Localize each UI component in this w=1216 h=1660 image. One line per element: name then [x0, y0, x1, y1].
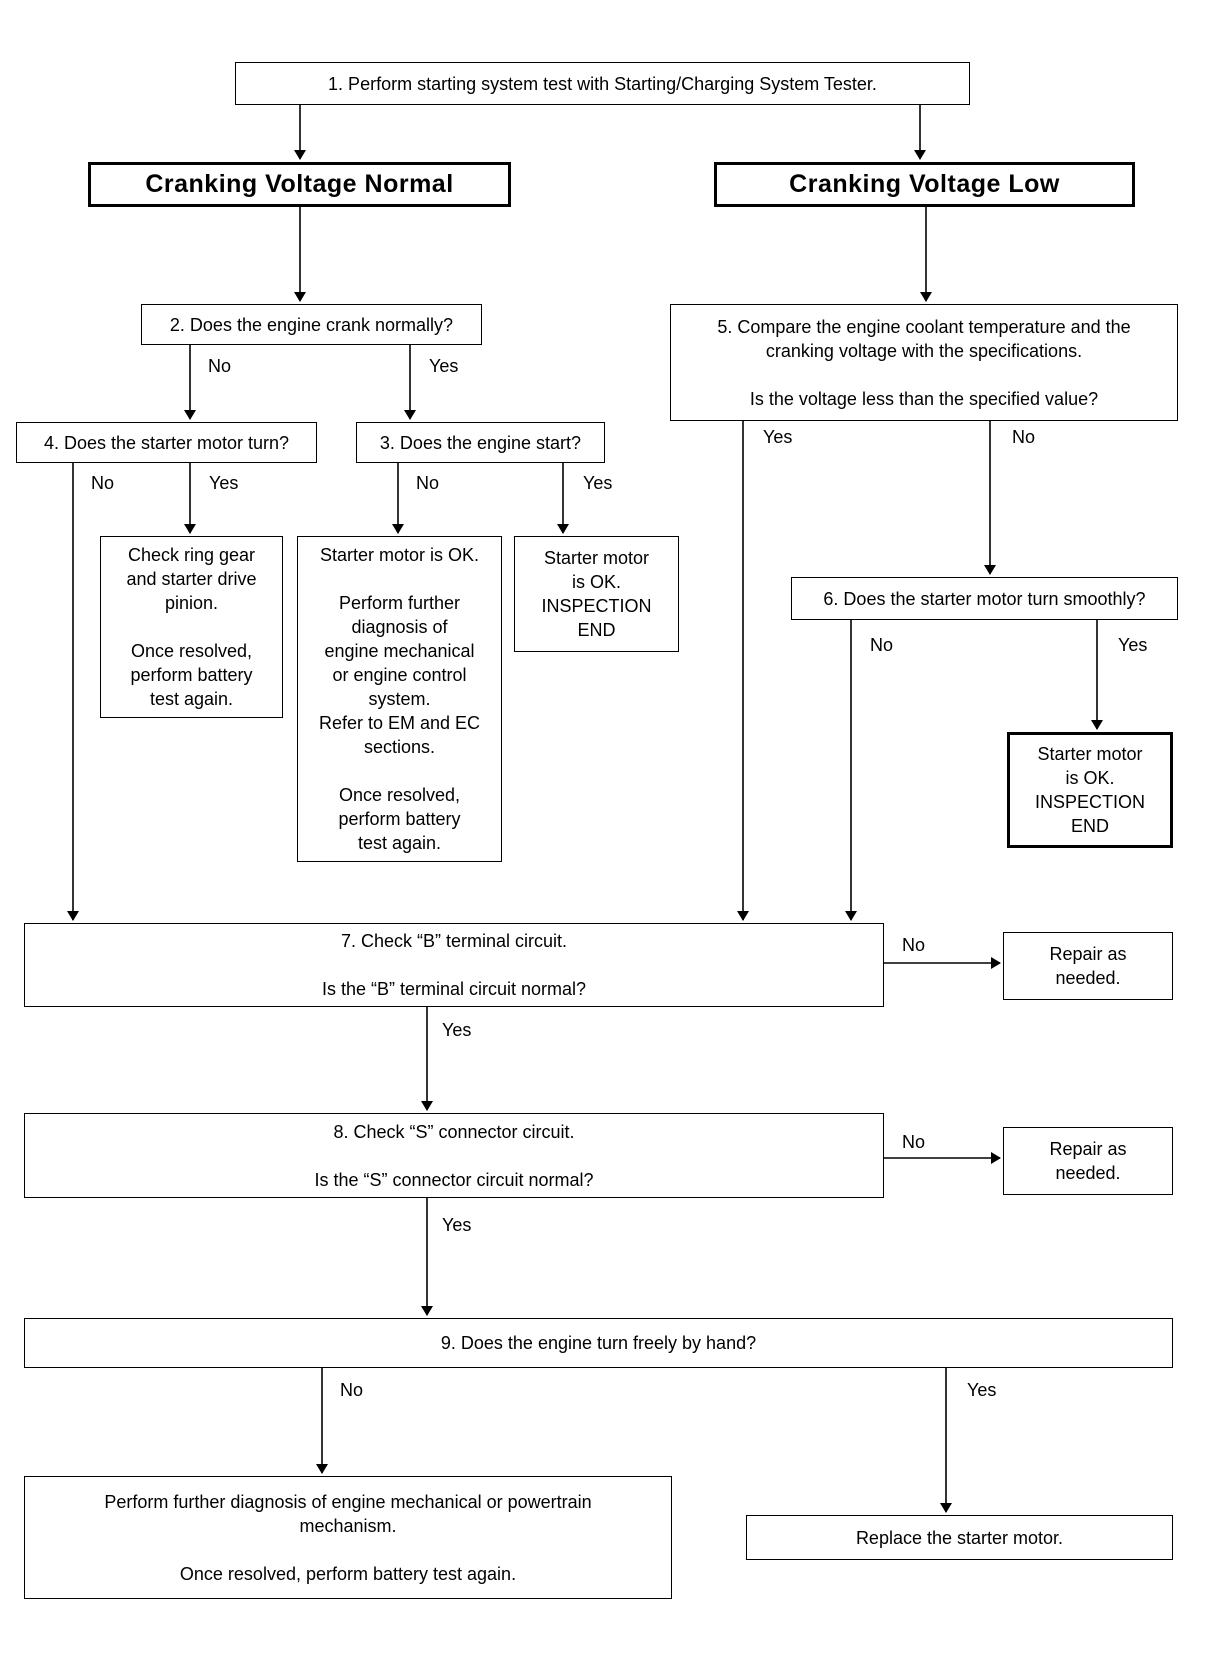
label-7-no: No — [902, 935, 926, 955]
label-4-no: No — [91, 473, 115, 493]
step-6-text: 6. Does the starter motor turn smoothly? — [823, 588, 1146, 609]
label-6-yes: Yes — [1118, 635, 1148, 655]
step-2-box: 2. Does the engine crank normally? — [141, 304, 482, 345]
starter-ok-further-box: Starter motor is OK. Perform further dia… — [297, 536, 502, 862]
cranking-low-text: Cranking Voltage Low — [789, 170, 1060, 198]
starter-ok-end-text-a: Starter motor is OK. INSPECTION END — [541, 548, 652, 640]
ring-gear-box: Check ring gear and starter drive pinion… — [100, 536, 283, 718]
starter-ok-end-box-a: Starter motor is OK. INSPECTION END — [514, 536, 679, 652]
repair-box-a: Repair as needed. — [1003, 932, 1173, 1000]
label-7-yes: Yes — [442, 1020, 472, 1040]
label-6-no: No — [870, 635, 894, 655]
step-7-box: 7. Check “B” terminal circuit. Is the “B… — [24, 923, 884, 1007]
step-1-text: 1. Perform starting system test with Sta… — [328, 73, 877, 94]
ring-gear-text: Check ring gear and starter drive pinion… — [126, 545, 257, 709]
label-9-yes: Yes — [967, 1380, 997, 1400]
starter-ok-end-text-b: Starter motor is OK. INSPECTION END — [1034, 744, 1145, 836]
step-8-box: 8. Check “S” connector circuit. Is the “… — [24, 1113, 884, 1198]
step-2-text: 2. Does the engine crank normally? — [169, 314, 454, 335]
label-8-yes: Yes — [442, 1215, 472, 1235]
further-diagnosis-text: Perform further diagnosis of engine mech… — [104, 1491, 592, 1584]
cranking-low-box: Cranking Voltage Low — [714, 162, 1135, 207]
repair-box-b: Repair as needed. — [1003, 1127, 1173, 1195]
further-diagnosis-box: Perform further diagnosis of engine mech… — [24, 1476, 672, 1599]
label-2-yes: Yes — [429, 356, 459, 376]
step-3-text: 3. Does the engine start? — [379, 432, 582, 453]
cranking-normal-text: Cranking Voltage Normal — [145, 170, 454, 198]
step-3-box: 3. Does the engine start? — [356, 422, 605, 463]
step-9-box: 9. Does the engine turn freely by hand? — [24, 1318, 1173, 1368]
label-9-no: No — [340, 1380, 364, 1400]
cranking-normal-box: Cranking Voltage Normal — [88, 162, 511, 207]
starter-ok-end-box-b: Starter motor is OK. INSPECTION END — [1007, 732, 1173, 848]
label-4-yes: Yes — [209, 473, 239, 493]
step-4-box: 4. Does the starter motor turn? — [16, 422, 317, 463]
step-4-text: 4. Does the starter motor turn? — [43, 432, 290, 453]
step-9-text: 9. Does the engine turn freely by hand? — [440, 1333, 757, 1353]
label-8-no: No — [902, 1132, 926, 1152]
step-8-text: 8. Check “S” connector circuit. Is the “… — [314, 1121, 594, 1190]
label-3-no: No — [416, 473, 440, 493]
step-5-text: 5. Compare the engine coolant temperatur… — [717, 316, 1131, 409]
repair-text-b: Repair as needed. — [1049, 1139, 1127, 1183]
label-5-yes: Yes — [763, 427, 793, 447]
starter-ok-further-text: Starter motor is OK. Perform further dia… — [318, 545, 481, 853]
replace-starter-text: Replace the starter motor. — [855, 1527, 1064, 1548]
step-6-box: 6. Does the starter motor turn smoothly? — [791, 577, 1178, 620]
replace-starter-box: Replace the starter motor. — [746, 1515, 1173, 1560]
step-1-box: 1. Perform starting system test with Sta… — [235, 62, 970, 105]
label-5-no: No — [1012, 427, 1036, 447]
step-5-box: 5. Compare the engine coolant temperatur… — [670, 304, 1178, 421]
label-2-no: No — [208, 356, 232, 376]
repair-text-a: Repair as needed. — [1049, 944, 1127, 988]
label-3-yes: Yes — [583, 473, 613, 493]
step-7-text: 7. Check “B” terminal circuit. Is the “B… — [321, 931, 587, 999]
